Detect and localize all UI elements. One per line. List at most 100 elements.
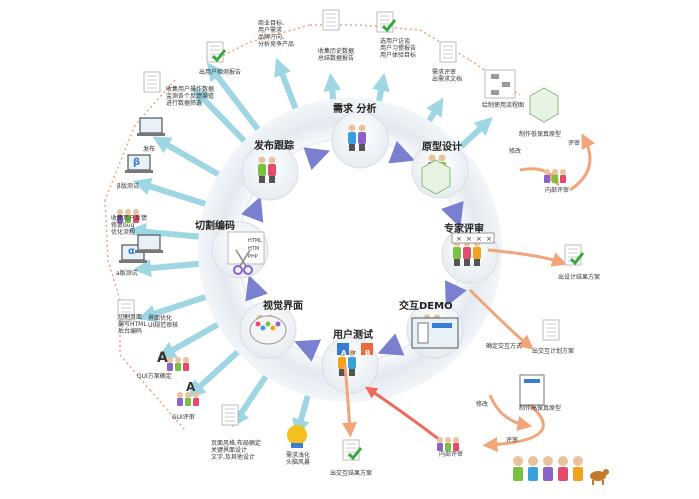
- reviewers-icon: [167, 357, 189, 371]
- label-business-goals: 商业目标、 用户需求 品牌方向、 分析竞争产品: [258, 20, 295, 48]
- label-revise-bottom: 修改: [476, 401, 489, 408]
- label-user-report: 出用户检测报告: [199, 69, 242, 76]
- svg-text:×: ×: [476, 235, 482, 243]
- spoke-arrow: [132, 177, 211, 208]
- ring-step-arrow: [294, 339, 322, 362]
- label-brainstorm: 需求浅化 头脑风暴: [286, 452, 311, 466]
- spoke-arrow: [372, 72, 390, 106]
- spoke-arrow: [157, 320, 223, 359]
- svg-text:×: ×: [456, 235, 462, 243]
- spoke-arrow: [132, 259, 204, 278]
- spoke-arrow: [192, 87, 249, 146]
- doc-line-php: PHP: [248, 254, 258, 260]
- label-history-data: 收集历史数据 总结数据报告: [318, 48, 355, 62]
- spoke-arrow: [127, 222, 204, 241]
- outer-connector: [249, 24, 311, 43]
- flow-revise-bottom: [488, 394, 533, 431]
- document-icon: [221, 404, 239, 426]
- label-interaction-plan: 出交互计划方案: [532, 348, 575, 355]
- label-requirement-review: 需求评审 出需求文档: [432, 69, 463, 83]
- ab-test-icon: [337, 343, 373, 355]
- ring-step-arrow: [445, 280, 467, 307]
- spoke-arrow: [187, 347, 243, 398]
- team-people-group: [513, 456, 609, 485]
- flow-back-to-user-test: [365, 386, 441, 442]
- document-icon: [376, 11, 397, 33]
- stage-title-expert-review: 专家评审: [444, 224, 484, 235]
- flow-to-test-result: [342, 364, 357, 438]
- label-review-bottom: 评审: [506, 437, 519, 444]
- document-icon: [143, 71, 161, 93]
- label-gui-confirm: GUI方案确定: [137, 373, 172, 380]
- label-slice-pages: 切割页面 编写HTML 后台编码: [118, 314, 147, 335]
- label-revise-top: 修改: [509, 148, 522, 155]
- svg-text:×: ×: [466, 235, 472, 243]
- demo-devices-icon: [411, 317, 545, 406]
- spoke-arrow: [456, 117, 493, 151]
- outer-connector: [149, 389, 186, 431]
- stage-node-fabu: [241, 143, 299, 201]
- label-publish: 发布: [143, 146, 156, 153]
- label-test-result: 出交互结果方案: [330, 470, 373, 477]
- flow-to-interaction-plan: [468, 288, 534, 350]
- doc-line-htm: HTM: [248, 246, 260, 252]
- stage-title-user-test: 用户测试: [333, 330, 373, 341]
- ring-step-arrow: [441, 200, 464, 228]
- label-confirm-interaction: 确定交互方式: [486, 343, 523, 350]
- label-internal-review-bottom: 内部评审: [439, 451, 464, 458]
- flow-review-top: [569, 133, 596, 192]
- spoke-arrow: [274, 57, 300, 113]
- flow-to-design-result: [487, 248, 568, 267]
- document-icon: [322, 9, 340, 31]
- ab-test-or: or: [351, 350, 357, 356]
- stage-title-prototype: 原型设计: [422, 142, 462, 153]
- label-low-fidelity: 制作低保真原型: [519, 131, 562, 138]
- expert-review-board: × × × ×: [451, 232, 495, 244]
- flowchart-icon: [484, 69, 516, 99]
- stage-title-release: 发布跟踪: [254, 141, 294, 152]
- outer-connector: [104, 199, 109, 261]
- ring-step-arrow: [240, 196, 264, 223]
- reviewers-icon: [177, 392, 199, 406]
- stage-title-interaction-demo: 交互DEMO: [399, 301, 453, 312]
- spoke-arrow: [292, 391, 312, 438]
- monitor-icon: [125, 154, 153, 173]
- wireframe-prototype-icon: [421, 159, 451, 195]
- document-icon: [542, 319, 560, 341]
- alpha-glyph: α: [128, 246, 135, 257]
- outer-connector: [104, 124, 136, 201]
- stage-title-visual-ui: 视觉界面: [263, 301, 303, 312]
- label-beta-test: β版测试: [117, 183, 139, 190]
- svg-text:×: ×: [486, 235, 492, 243]
- ring-step-arrow: [377, 333, 405, 356]
- spoke-arrow: [323, 72, 342, 104]
- label-review-top: 评审: [568, 140, 581, 147]
- stage-node-xuqiu: [331, 111, 389, 169]
- doc-line-html: HTML: [248, 238, 262, 244]
- label-page-style: 页面风格,布局确定 关键界面设计 文字,及其他设计: [211, 440, 261, 461]
- label-design-result: 出设计结果方案: [558, 274, 601, 281]
- label-high-fidelity: 制作高保真原型: [519, 405, 562, 412]
- beta-glyph: β: [133, 157, 141, 168]
- reviewers-icon: [117, 209, 139, 223]
- ab-test-b: B: [365, 349, 371, 357]
- spoke-arrow: [231, 371, 270, 428]
- scissors-icon: [227, 231, 265, 275]
- brainstorm-icon: [287, 425, 307, 448]
- ring-step-arrow: [245, 274, 268, 302]
- label-collect-feedback: 收集用户反馈 修复bug 优化流程: [111, 215, 148, 236]
- document-icon: [117, 299, 135, 321]
- orange-flows: [342, 133, 596, 453]
- label-gui-review: GUI评审: [172, 414, 195, 421]
- spoke-arrow: [152, 136, 223, 179]
- wireframe-prototype-icon: [529, 87, 559, 123]
- label-flowchart: 绘制使用流程图: [482, 102, 525, 109]
- document-icon: [439, 41, 457, 63]
- spoke-arrow: [425, 97, 444, 126]
- stage-title-coding: 切割编码: [195, 221, 235, 232]
- monitor-icon: [135, 234, 163, 253]
- document-icon: [342, 439, 363, 461]
- gui-a-glyph: A: [157, 350, 168, 366]
